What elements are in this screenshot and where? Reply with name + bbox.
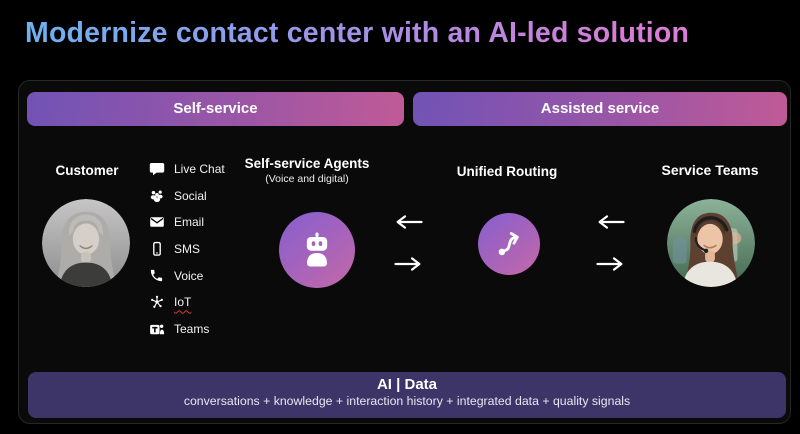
ai-data-title: AI | Data — [376, 376, 438, 393]
voice-icon — [148, 267, 165, 284]
channel-row-teams: Teams — [148, 316, 225, 343]
channel-label: Live Chat — [174, 162, 225, 177]
channel-label: Voice — [174, 268, 204, 283]
self-service-agents-subtitle: (Voice and digital) — [265, 173, 349, 185]
channel-row-iot: IoT — [148, 289, 225, 316]
social-icon — [148, 187, 165, 204]
service-teams-title: Service Teams — [661, 162, 759, 178]
service-agent-photo — [667, 199, 755, 287]
email-icon — [148, 214, 165, 231]
channel-row-voice: Voice — [148, 262, 225, 289]
page-title: Modernize contact center with an AI-led … — [25, 17, 785, 50]
ai-data-subtitle: conversations + knowledge + interaction … — [183, 394, 631, 408]
channel-row-email: Email — [148, 209, 225, 236]
channel-label: Social — [174, 188, 207, 203]
header-assisted-service: Assisted service — [413, 92, 787, 126]
main-panel: Self-service Assisted service Customer — [18, 80, 791, 424]
iot-icon — [148, 294, 165, 311]
arrow-right-icon — [595, 255, 626, 273]
unified-routing-title: Unified Routing — [456, 164, 558, 179]
self-service-agents-title: Self-service Agents — [244, 156, 370, 171]
arrow-left-icon — [595, 213, 626, 231]
service-agent-avatar — [667, 199, 755, 287]
channel-row-sms: SMS — [148, 236, 225, 263]
customer-label: Customer — [55, 163, 119, 178]
channel-list: Live Chat Social Email — [148, 156, 225, 342]
teams-icon — [148, 320, 165, 337]
customer-avatar — [42, 199, 130, 287]
ai-data-bar: AI | Data conversations + knowledge + in… — [28, 372, 786, 418]
channel-label: Teams — [174, 321, 210, 336]
bot-icon — [306, 232, 328, 267]
channel-label: Email — [174, 215, 205, 230]
header-self-service: Self-service — [27, 92, 404, 126]
sms-icon — [148, 241, 165, 258]
channel-label: IoT — [174, 295, 192, 310]
self-service-agents-badge — [279, 212, 355, 288]
unified-routing-badge — [478, 213, 540, 275]
route-icon — [498, 232, 519, 256]
channel-label: SMS — [174, 242, 201, 257]
arrow-left-icon — [393, 213, 424, 231]
channel-row-live-chat: Live Chat — [148, 156, 225, 183]
live-chat-icon — [148, 161, 165, 178]
channel-row-social: Social — [148, 183, 225, 210]
customer-photo — [42, 199, 130, 287]
arrow-right-icon — [393, 255, 424, 273]
